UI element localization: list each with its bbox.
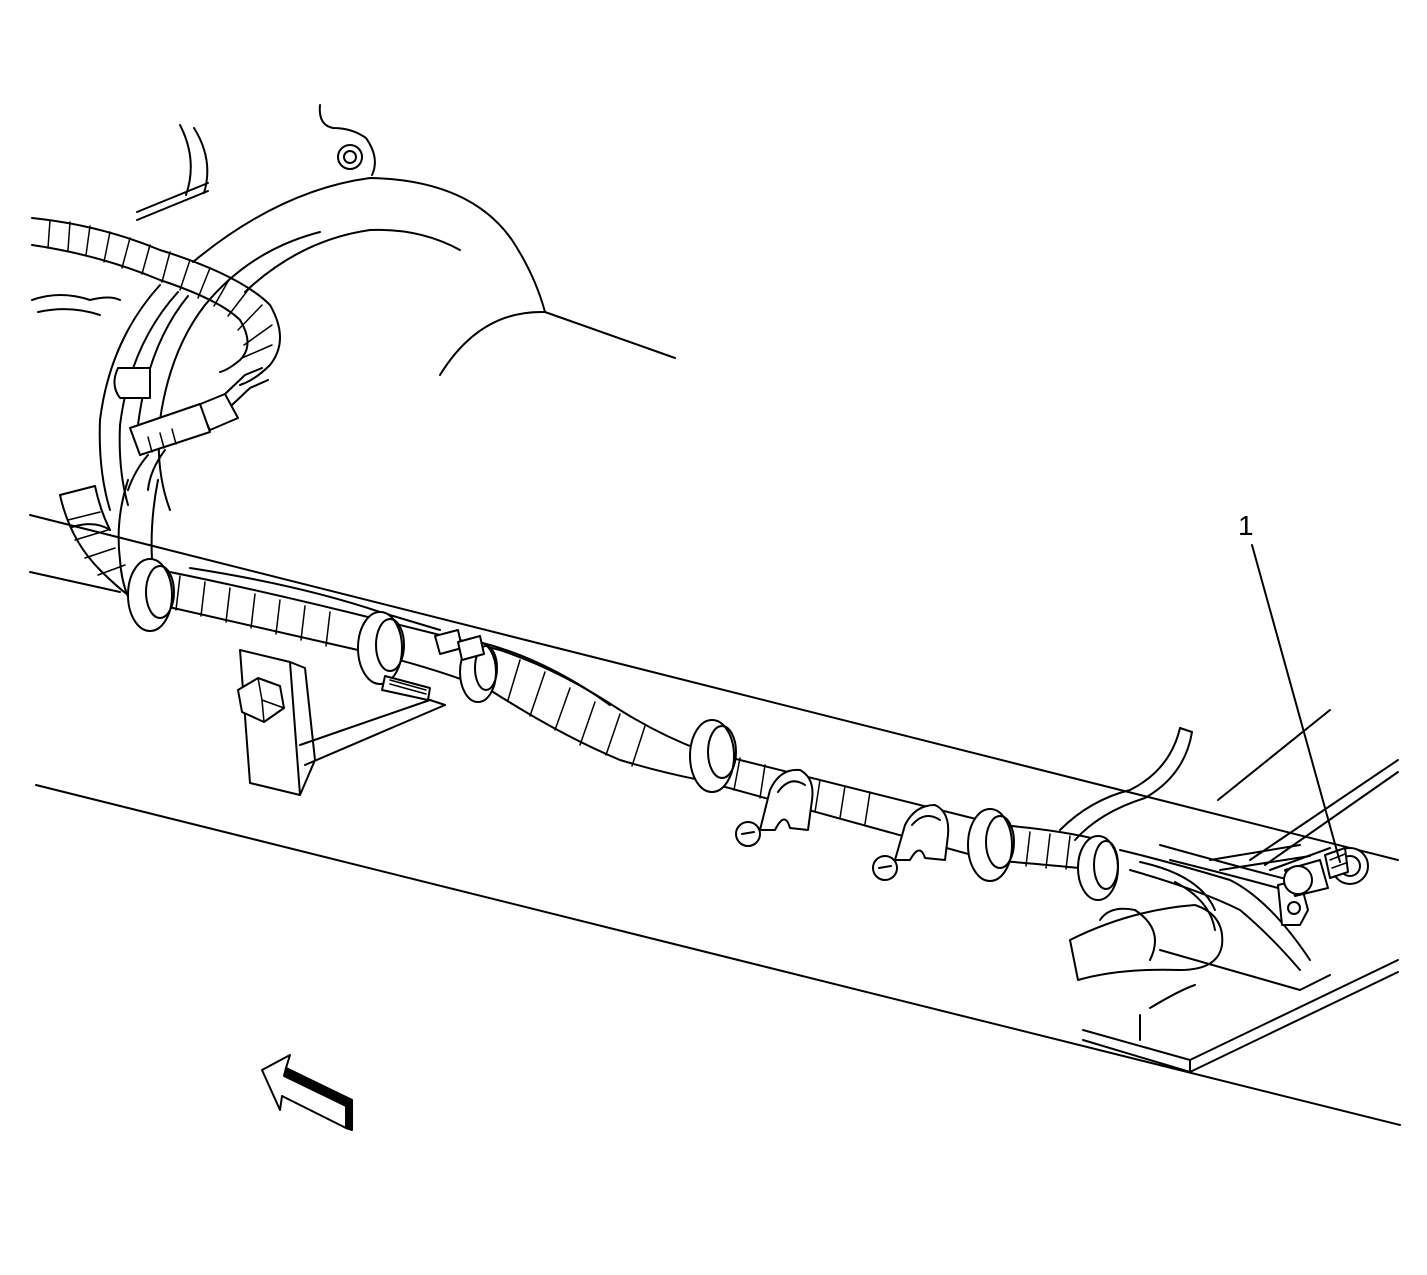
harness-end-terminal [1119,844,1369,971]
clamp-screw-icon-1 [735,821,761,847]
grommet-1 [127,558,175,632]
view-direction-arrow-icon [261,1054,353,1131]
frame-rail-lines [29,514,1401,1126]
bracket-bolt-icon [237,677,285,723]
grommet-4 [689,719,737,793]
harness-connector [127,367,269,491]
grommet-2 [357,611,405,685]
callout-1-label: 1 [1238,510,1254,541]
upper-frame-edges [136,104,376,221]
upper-harness-loop [31,217,281,386]
clamp-screw-icon-2 [872,855,898,881]
ground-terminal-icon [1324,847,1369,885]
grommet-6 [1077,835,1119,901]
callout-1: 1 [1238,510,1341,863]
main-harness-run [159,567,1101,870]
harness-mounting-bracket [237,649,446,796]
harness-grommets [127,558,1119,901]
right-side-hardware [1059,709,1399,1073]
inline-connector-blocks [381,629,485,701]
hose-clamp-2 [872,804,950,881]
transmission-housing [192,177,676,376]
bell-housing-ring [98,284,206,511]
hose-clamp-1 [735,768,814,847]
grommet-5 [967,808,1015,882]
